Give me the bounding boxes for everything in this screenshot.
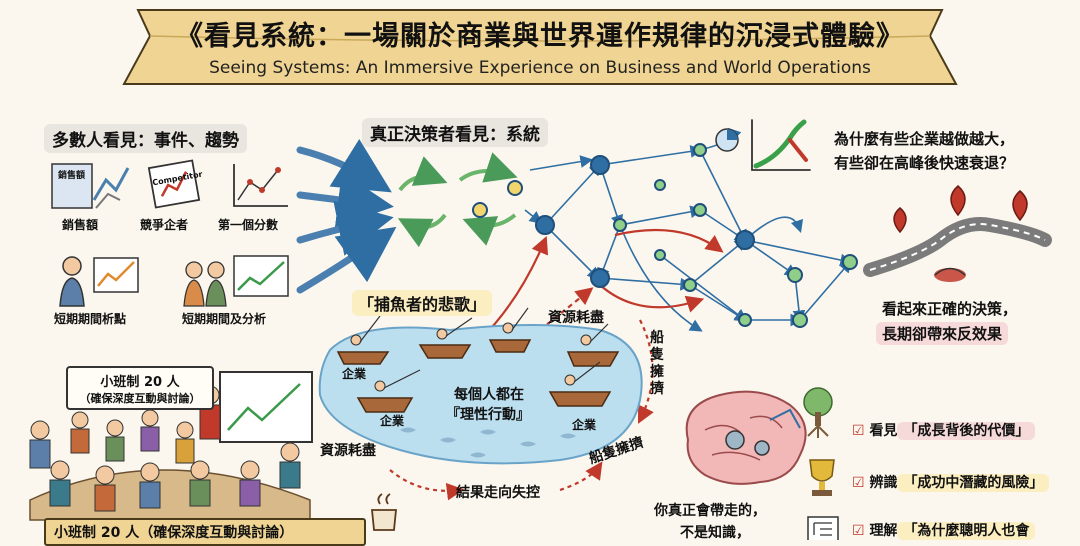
banner-ribbon <box>122 9 958 85</box>
outcome-label: 結果走向失控 <box>456 485 540 501</box>
tree-roots-icon <box>803 387 833 438</box>
map-pin-icon <box>893 185 1028 234</box>
resource-depletion-top: 資源耗盡 <box>548 310 604 326</box>
input-arrows <box>296 138 397 294</box>
rational-action-line-1: 每個人都在 <box>454 387 524 403</box>
sales-label: 銷售額 <box>62 218 99 232</box>
fishing-rods <box>359 307 609 389</box>
takeaway-item: ☑ 理解「為什麼聰明人也會 <box>852 520 1036 540</box>
trophy-icon <box>809 459 835 496</box>
decision-line-2: 長期卻帶來反效果 <box>876 322 1009 345</box>
system-heading: 真正決策者看見：系統 <box>362 118 548 147</box>
checkbox-icon: ☑ <box>852 423 865 439</box>
company-label: 企業 <box>342 367 367 381</box>
question-line-1: 為什麼有些企業越做越大， <box>834 130 1015 148</box>
sales-chart-icon: 銷售額 <box>50 160 130 216</box>
takeaway-item: ☑ 辨識「成功中潛藏的風險」 <box>852 472 1050 492</box>
left-heading: 多數人看見：事件、趨勢 <box>44 124 247 153</box>
title-banner: 《看見系統：一場關於商業與世界運作規律的沉浸式體驗》 Seeing System… <box>118 6 962 90</box>
presenter-label: 短期期間析點 <box>54 312 127 326</box>
competitor-label: 競爭企者 <box>140 218 189 232</box>
decision-line-1: 看起來正確的決策， <box>882 300 1018 318</box>
maze-icon <box>807 516 839 540</box>
team-analysis-label: 短期期間及分析 <box>182 312 267 326</box>
pie-chart-icon <box>715 128 739 152</box>
company-label: 企業 <box>572 418 597 432</box>
checkbox-icon: ☑ <box>852 475 865 491</box>
line-graph-label: 第一個分數 <box>218 218 279 232</box>
network-edges <box>524 127 854 332</box>
class-size-banner: 小班制 20 人（確保深度互動與討論） <box>44 518 366 546</box>
brain-gear-icon <box>685 390 807 485</box>
checkbox-icon: ☑ <box>852 523 865 539</box>
line-graph-icon <box>230 160 290 214</box>
page-title: 《看見系統：一場關於商業與世界運作規律的沉浸式體驗》 <box>176 21 904 52</box>
road-path-icon <box>863 217 1052 282</box>
presenter-icon <box>50 252 140 312</box>
boats-crowding-vertical: 船隻擁擠 <box>650 330 664 397</box>
feedback-loops <box>397 152 518 248</box>
fishing-boat-icon <box>336 339 620 413</box>
takeaway-item: ☑ 看見「成長背後的代價」 <box>852 420 1036 440</box>
class-size-banner-text: 小班制 20 人（確保深度互動與討論） <box>54 525 294 541</box>
team-analysis-icon <box>180 252 290 312</box>
resource-depletion-bottom: 資源耗盡 <box>320 443 376 459</box>
competitor-card-icon: Competitor <box>146 158 203 214</box>
coffee-cup-icon <box>371 493 397 531</box>
question-line-2: 有些卻在高峰後快速衰退？ <box>834 154 1015 172</box>
rational-action-line-2: 『理性行動』 <box>446 407 530 423</box>
class-size-sign: 小班制 20 人 （確保深度互動與討論） <box>66 366 214 410</box>
class-size-sign-line-1: 小班制 20 人 <box>100 375 180 390</box>
class-size-sign-line-2: （確保深度互動與討論） <box>79 392 201 405</box>
sales-inner-label: 銷售額 <box>58 171 86 181</box>
page-subtitle: Seeing Systems: An Immersive Experience … <box>209 58 871 78</box>
network-nodes <box>472 143 858 328</box>
fishermen-title: 「捕魚者的悲歌」 <box>352 290 493 316</box>
brain-line-1: 你真正會帶走的， <box>654 503 766 519</box>
company-label: 企業 <box>380 414 405 428</box>
student-figures <box>29 385 301 512</box>
trend-up-down-icon <box>751 119 811 171</box>
brain-line-2: 不是知識， <box>680 525 750 541</box>
